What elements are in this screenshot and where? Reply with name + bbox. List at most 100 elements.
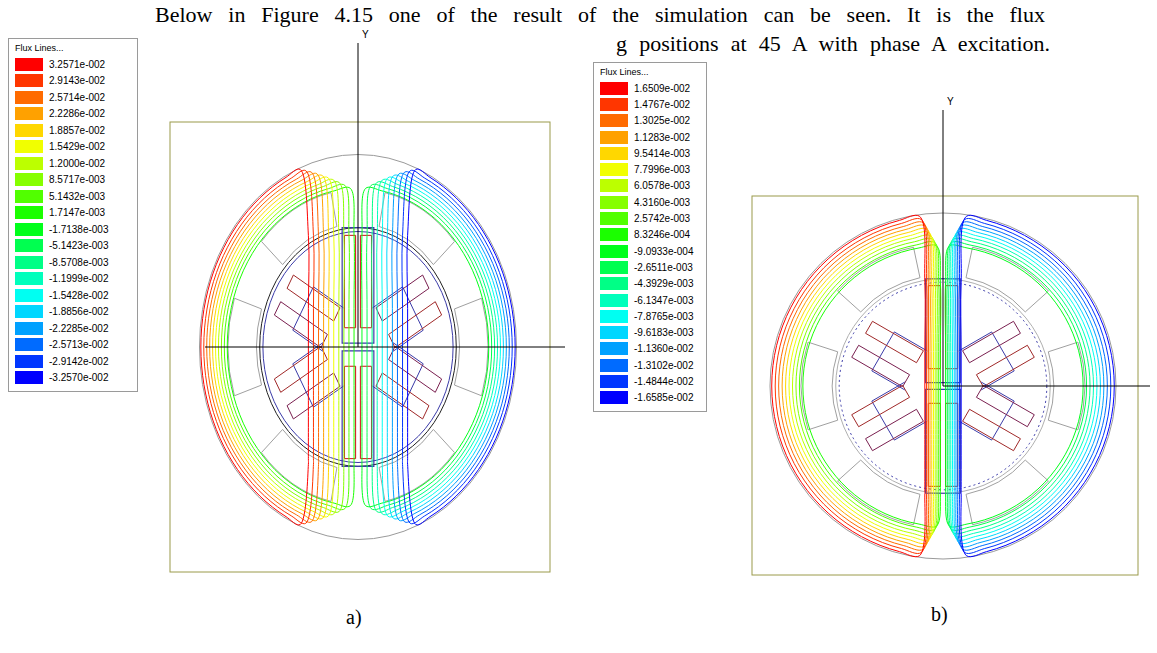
flux-line: [779, 222, 929, 551]
coil-group: [851, 320, 927, 390]
x-axis: [943, 386, 1150, 387]
legend-entry: -9.0933e-004: [600, 243, 700, 259]
legend-value: 1.8857e-002: [49, 125, 105, 136]
panel-caption: b): [931, 603, 948, 626]
legend-entry: 3.2571e-002: [15, 56, 131, 73]
y-axis: [943, 110, 944, 386]
legend-entry: -1.6585e-002: [600, 390, 700, 406]
legend-value: 7.7996e-003: [634, 164, 690, 175]
legend-swatch: [15, 91, 43, 104]
coil-group: [851, 382, 927, 452]
legend-swatch: [15, 239, 43, 252]
legend-entry: -5.1423e-003: [15, 238, 131, 255]
legend-swatch: [600, 375, 628, 388]
legend-value: -1.8856e-002: [49, 306, 109, 317]
legend-value: -2.5713e-002: [49, 339, 109, 350]
legend-entry: 1.4767e-002: [600, 96, 700, 112]
body-text: g positions at 45 A with phase A excitat…: [616, 31, 1050, 56]
flux-line: [772, 215, 926, 557]
axis-label: Y: [362, 29, 369, 41]
flux-line: [775, 218, 927, 553]
flux-line: [782, 225, 930, 547]
coil-side: [274, 302, 327, 348]
legend-value: 4.3160e-003: [634, 197, 690, 208]
legend-swatch: [600, 261, 628, 274]
legend-swatch: [600, 114, 628, 127]
legend-swatch: [15, 355, 43, 368]
legend-value: 2.2286e-002: [49, 108, 105, 119]
legend-entry: -3.2570e-002: [15, 370, 131, 387]
legend-swatch: [15, 272, 43, 285]
rotor-pole: [959, 332, 1014, 390]
panel-caption: a): [346, 606, 362, 629]
legend-swatch: [15, 206, 43, 219]
legend-value: -3.2570e-002: [49, 372, 109, 383]
legend-swatch: [15, 322, 43, 335]
coil-side: [852, 345, 910, 386]
body-text: Below in Figure 4.15 one of the result o…: [155, 2, 1045, 27]
legend-entry: 8.5717e-003: [15, 172, 131, 189]
legend-swatch: [600, 310, 628, 323]
legend-entry: -2.6511e-003: [600, 259, 700, 275]
rotor-pole: [872, 332, 927, 390]
legend-swatch: [600, 391, 628, 404]
legend-swatch: [600, 228, 628, 241]
legend-value: -2.9142e-002: [49, 356, 109, 367]
legend-entry: 7.7996e-003: [600, 161, 700, 177]
legend-swatch: [15, 157, 43, 170]
legend-entry: -2.2285e-002: [15, 320, 131, 337]
legend-entry: 4.3160e-003: [600, 194, 700, 210]
legend-swatch: [600, 245, 628, 258]
legend-value: -4.3929e-003: [634, 278, 694, 289]
legend-entry: -8.5708e-003: [15, 254, 131, 271]
legend-entry: -1.3102e-002: [600, 357, 700, 373]
coil-group: [959, 382, 1035, 452]
legend-swatch: [15, 223, 43, 236]
stator-slot: [838, 460, 920, 525]
legend-entry: 1.3025e-002: [600, 113, 700, 129]
axis-label: Y: [947, 96, 954, 108]
legend-value: 2.5714e-002: [49, 92, 105, 103]
coil-group: [926, 389, 961, 493]
legend-entry: 2.5714e-002: [15, 89, 131, 106]
legend-value: -6.1347e-003: [634, 295, 694, 306]
coil-side: [963, 321, 1021, 362]
legend-entry: -9.6183e-003: [600, 324, 700, 340]
coil-side: [976, 385, 1034, 426]
legend-value: 5.1432e-003: [49, 191, 105, 202]
legend-value: -1.1360e-002: [634, 343, 694, 354]
legend-entry: -1.7138e-003: [15, 221, 131, 238]
legend-entry: -1.5428e-002: [15, 287, 131, 304]
legend-entry: -7.8765e-003: [600, 308, 700, 324]
legend-swatch: [15, 140, 43, 153]
rotor-pole: [959, 382, 1014, 440]
coil-side: [866, 321, 924, 362]
legend-swatch: [15, 256, 43, 269]
legend-swatch: [15, 338, 43, 351]
coil-side: [852, 385, 910, 426]
legend-value: 1.1283e-002: [634, 132, 690, 143]
legend-entry: 2.5742e-003: [600, 210, 700, 226]
legend-value: -1.1999e-002: [49, 273, 109, 284]
legend-value: -2.2285e-002: [49, 323, 109, 334]
legend-entry: 1.8857e-002: [15, 122, 131, 139]
legend-swatch: [600, 326, 628, 339]
legend-swatch: [600, 294, 628, 307]
legend-value: -1.6585e-002: [634, 392, 694, 403]
legend-swatch: [15, 190, 43, 203]
legend-value: 6.0578e-003: [634, 180, 690, 191]
legend-entry: 5.1432e-003: [15, 188, 131, 205]
coil-side: [389, 302, 442, 348]
legend-value: 1.4767e-002: [634, 99, 690, 110]
legend-swatch: [600, 163, 628, 176]
legend-swatch: [15, 74, 43, 87]
coil-side: [963, 409, 1021, 450]
legend-value: 1.7147e-003: [49, 207, 105, 218]
legend-swatch: [600, 342, 628, 355]
legend-title: Flux Lines...: [600, 65, 700, 80]
legend-entry: 2.2286e-002: [15, 106, 131, 123]
legend-swatch: [15, 305, 43, 318]
legend-entry: -2.5713e-002: [15, 337, 131, 354]
